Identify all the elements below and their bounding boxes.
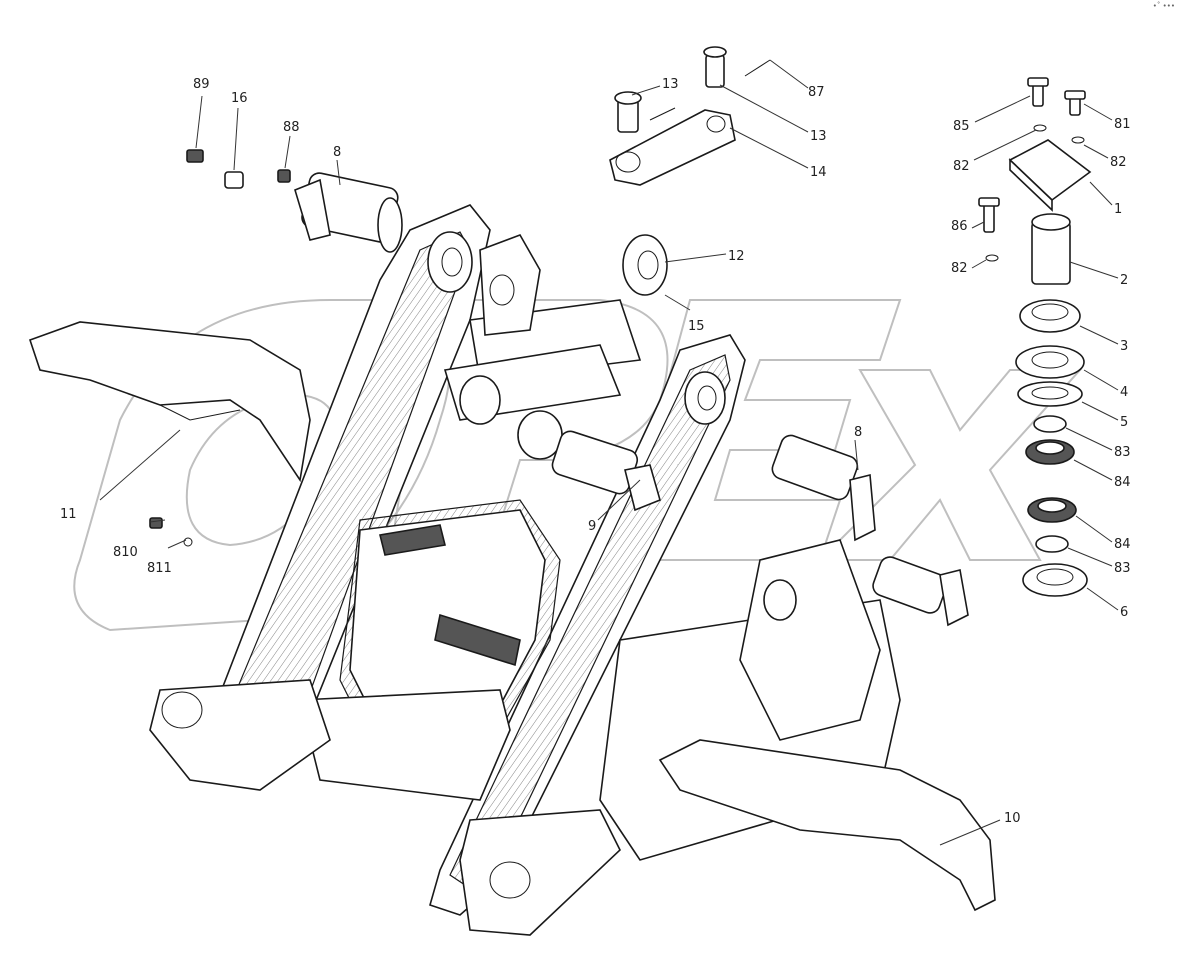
callout-2: 2	[1120, 273, 1128, 288]
callout-5: 5	[1120, 415, 1128, 430]
part-6-flange	[1022, 563, 1088, 597]
part-11-plate	[28, 321, 311, 483]
part-1-cover	[1008, 139, 1092, 212]
part-8-pin-upper	[294, 172, 403, 253]
callout-85: 85	[953, 119, 970, 134]
seal-83-a	[1033, 415, 1067, 433]
callout-82-a: 82	[953, 159, 970, 174]
callout-6: 6	[1120, 605, 1128, 620]
washer-82-c	[985, 254, 999, 262]
corner-mark: •˚ •••	[1152, 2, 1175, 10]
cotter-pin-13	[649, 107, 676, 121]
part-13-pin-right	[703, 46, 727, 88]
callout-82-c: 82	[951, 261, 968, 276]
bolt-810	[149, 517, 163, 529]
cotter-pin-87	[744, 59, 771, 77]
callout-11: 11	[60, 507, 77, 522]
callout-14: 14	[810, 165, 827, 180]
callout-labels: 89 16 88 8 13 87 13 14 85 81 82 82 1 86 …	[60, 77, 1131, 826]
callout-13-right: 13	[810, 129, 827, 144]
frame-cross-members	[298, 234, 642, 801]
left-frame-rail	[199, 204, 491, 771]
callout-89: 89	[193, 77, 210, 92]
part-9-pin	[551, 430, 661, 512]
callout-12: 12	[728, 249, 745, 264]
callout-3: 3	[1120, 339, 1128, 354]
part-3-ring	[1019, 299, 1081, 333]
part-5-gasket	[1017, 381, 1083, 407]
callout-82-b: 82	[1110, 155, 1127, 170]
callout-86: 86	[951, 219, 968, 234]
bolt-89	[186, 149, 204, 163]
callout-83-b: 83	[1114, 561, 1131, 576]
part-12-washer	[622, 234, 668, 296]
bearing-84-a	[1025, 439, 1075, 465]
leader-lines	[99, 59, 1119, 846]
part-14-link	[609, 109, 736, 186]
callout-13-left: 13	[662, 77, 679, 92]
callout-9: 9	[588, 519, 596, 534]
callout-4: 4	[1120, 385, 1128, 400]
part-13-pin-left	[614, 91, 642, 133]
callout-88: 88	[283, 120, 300, 135]
part-2-bushing	[1031, 213, 1071, 285]
callout-15: 15	[688, 319, 705, 334]
callout-84-b: 84	[1114, 537, 1131, 552]
callout-81: 81	[1114, 117, 1131, 132]
part-10-plate	[658, 739, 996, 912]
bolt-81	[1064, 90, 1086, 116]
callout-16: 16	[231, 91, 248, 106]
washer-811	[183, 537, 193, 547]
bearing-84-b	[1027, 497, 1077, 523]
bolt-85	[1027, 77, 1049, 107]
lower-pin	[872, 556, 969, 627]
part-8-pin-lower	[771, 434, 876, 542]
right-frame-rail	[429, 334, 746, 916]
bolt-86	[978, 197, 1000, 233]
callout-811: 811	[147, 561, 172, 576]
callout-8-lower: 8	[854, 425, 862, 440]
callout-84-a: 84	[1114, 475, 1131, 490]
seal-83-b	[1035, 535, 1069, 553]
nut-16	[224, 171, 244, 189]
callout-8-upper: 8	[333, 145, 341, 160]
callout-1: 1	[1114, 202, 1122, 217]
callout-83-a: 83	[1114, 445, 1131, 460]
callout-10: 10	[1004, 811, 1021, 826]
callout-810: 810	[113, 545, 138, 560]
callout-87: 87	[808, 85, 825, 100]
washer-82-b	[1071, 136, 1085, 144]
part-4-flange	[1015, 345, 1085, 379]
grease-nipple-88	[277, 169, 291, 183]
washer-82-a	[1033, 124, 1047, 132]
